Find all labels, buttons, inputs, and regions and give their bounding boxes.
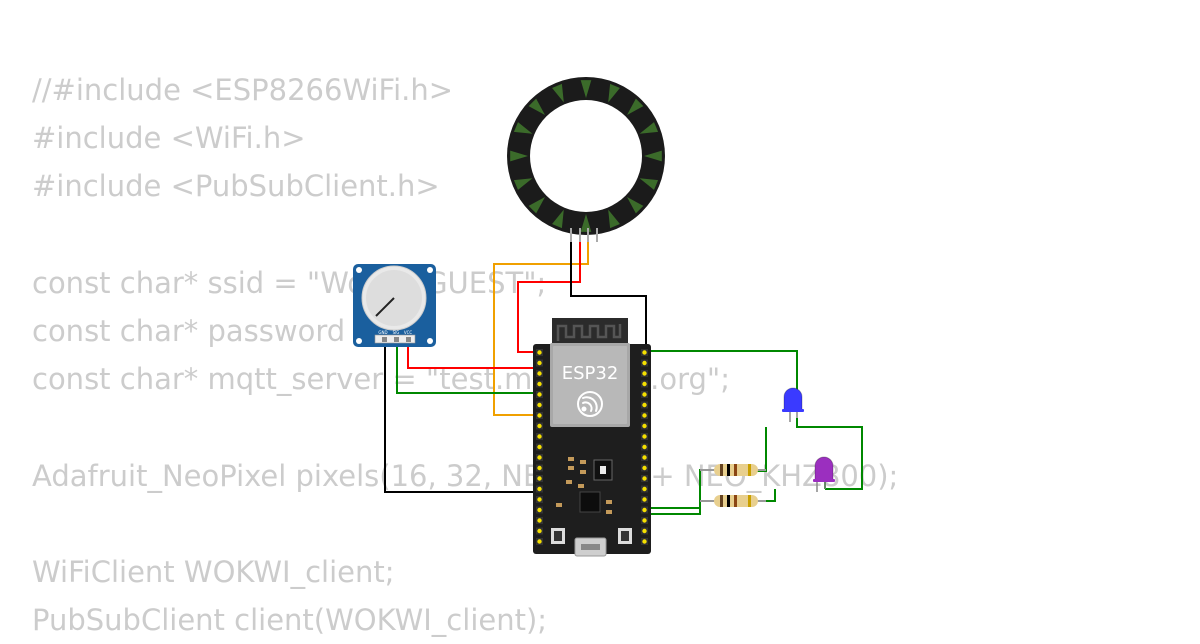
header-pin-pad: [642, 423, 647, 429]
header-pin-pad: [642, 350, 647, 355]
esp32-label: ESP32: [562, 363, 619, 384]
ring-pins: [570, 228, 598, 242]
potentiometer[interactable]: GND SIG VCC: [353, 264, 436, 347]
header-pin-pad: [537, 465, 542, 471]
header-pin-pad: [537, 392, 542, 397]
ring-pixel: [528, 197, 545, 214]
header-pin-pad: [642, 476, 647, 481]
ring-pixel: [627, 98, 644, 115]
led-blue[interactable]: [782, 387, 804, 422]
header-pin-pad: [537, 360, 542, 366]
header-pin-pad: [642, 402, 647, 408]
header-pin-pad: [537, 444, 542, 450]
pot-pin-label-gnd: GND: [378, 330, 387, 335]
code-line: //#include <ESP8266WiFi.h>: [32, 73, 454, 107]
wire-ring-din[interactable]: [517, 238, 581, 353]
usb-port[interactable]: [574, 537, 607, 557]
ring-pixel: [580, 80, 592, 98]
reset-button[interactable]: [551, 528, 565, 544]
header-pin-pad: [642, 465, 647, 471]
header-pin-pad: [642, 371, 647, 376]
header-pin-pad: [537, 528, 542, 534]
code-line: WiFiClient WOKWI_client;: [32, 554, 395, 589]
code-line: #include <WiFi.h>: [32, 121, 306, 156]
header-pin-pad: [642, 507, 647, 513]
ring-pixel: [580, 214, 592, 232]
header-pin-pad: [537, 371, 542, 376]
resistor-1[interactable]: [700, 464, 766, 476]
ring-pixels: [510, 80, 662, 232]
espressif-logo-icon: [577, 391, 603, 417]
pot-pin-label-vcc: VCC: [404, 330, 413, 335]
header-pin-pad: [537, 381, 542, 387]
potentiometer-knob-indicator[interactable]: [375, 297, 395, 317]
ring-pixel: [552, 209, 564, 229]
antenna-trace: [556, 324, 622, 341]
header-pin-pad: [642, 381, 647, 387]
header-pin-pad: [537, 455, 542, 460]
wire-gpio-res1[interactable]: [650, 469, 712, 509]
board-components: [556, 457, 613, 514]
wire-gpio-led-blue[interactable]: [650, 350, 798, 402]
header-pin-pad: [642, 539, 647, 544]
ring-pixel: [608, 83, 620, 103]
ring-pixel: [528, 98, 545, 115]
header-pin-pad: [642, 434, 647, 439]
header-pin-pad: [537, 497, 542, 502]
wires: [384, 238, 863, 515]
header-pin-pad: [537, 486, 542, 492]
wire-res2-led-purple[interactable]: [760, 489, 776, 502]
header-pin-pad: [537, 350, 542, 355]
header-pin-pad: [642, 360, 647, 366]
ring-pixel: [513, 178, 533, 190]
pin-header-right: [641, 349, 648, 545]
ring-pixel: [644, 150, 662, 162]
ring-pixel: [639, 122, 659, 134]
circuit-canvas[interactable]: GND SIG VCC ESP32: [0, 0, 1200, 630]
ring-pixel: [510, 150, 528, 162]
ring-pixel: [627, 197, 644, 214]
header-pin-pad: [537, 434, 542, 439]
header-pin-pad: [642, 486, 647, 492]
led-purple[interactable]: [813, 456, 835, 492]
neopixel-ring[interactable]: [507, 77, 665, 242]
header-pin-pad: [537, 423, 542, 429]
header-pin-pad: [537, 402, 542, 408]
ring-pixel: [513, 122, 533, 134]
header-pin-pad: [642, 518, 647, 523]
header-pin-pad: [537, 539, 542, 544]
header-pin-pad: [537, 476, 542, 481]
resistor-2[interactable]: [700, 495, 766, 507]
ring-pixel: [552, 83, 564, 103]
wire-pot-vcc[interactable]: [407, 340, 540, 369]
header-pin-pad: [537, 518, 542, 523]
ring-pixel: [639, 178, 659, 190]
header-pin-pad: [537, 413, 542, 418]
esp32-board[interactable]: ESP32: [533, 318, 651, 557]
header-pin-pad: [642, 528, 647, 534]
wire-ring-gnd[interactable]: [570, 238, 647, 346]
header-pin-pad: [642, 413, 647, 418]
wire-ring-vcc[interactable]: [493, 238, 589, 416]
pot-pin-label-sig: SIG: [393, 330, 400, 335]
pin-header-left: [536, 349, 543, 545]
header-pin-pad: [642, 497, 647, 502]
header-pin-pad: [642, 455, 647, 460]
header-pin-pad: [642, 444, 647, 450]
wire-pot-sig[interactable]: [396, 340, 540, 394]
boot-button[interactable]: [618, 528, 632, 544]
wire-pot-gnd[interactable]: [384, 340, 540, 493]
code-line: const char* ssid = "Wokwi-GUEST";: [32, 265, 547, 300]
header-pin-pad: [537, 507, 542, 513]
code-line: #include <PubSubClient.h>: [32, 169, 440, 204]
ring-pixel: [608, 209, 620, 229]
header-pin-pad: [642, 392, 647, 397]
